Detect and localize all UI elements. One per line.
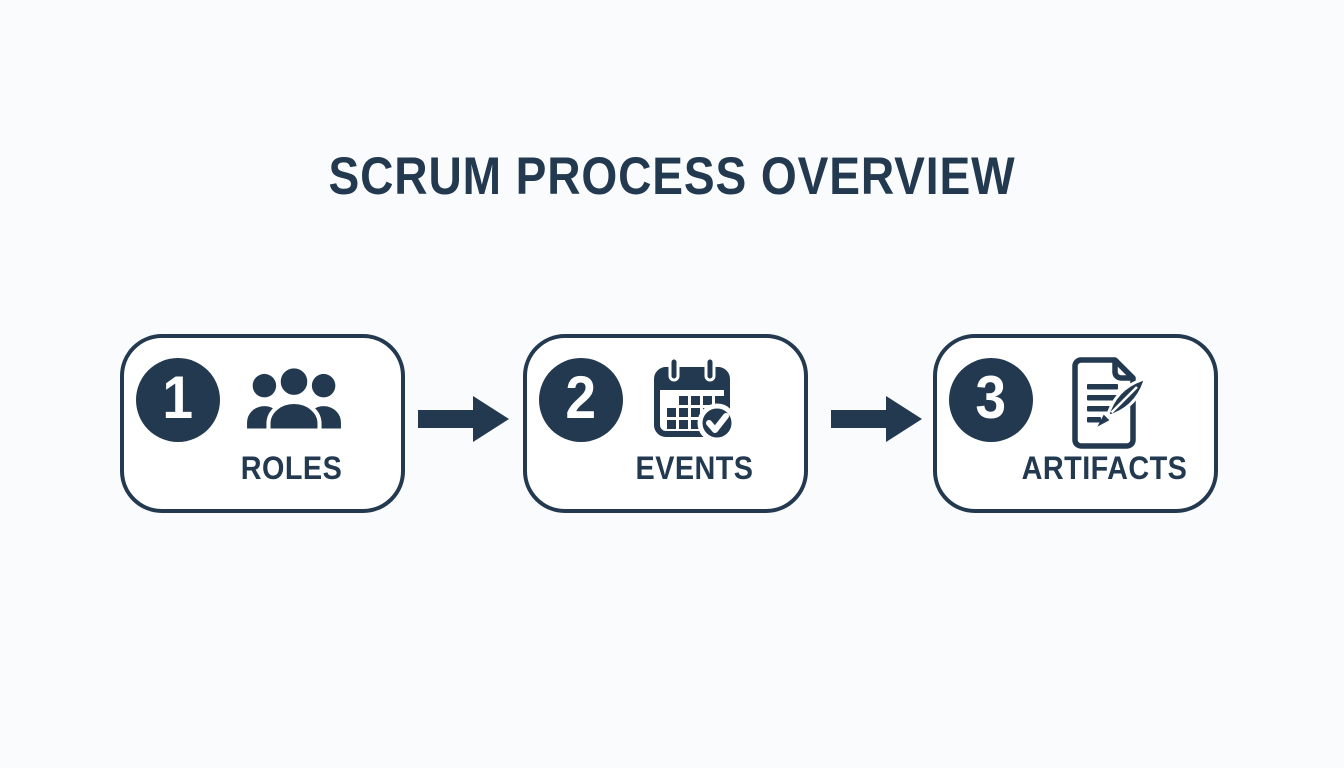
page-title: SCRUM PROCESS OVERVIEW: [328, 147, 1016, 206]
flow-arrow-right-icon: [418, 394, 509, 444]
step-number: 1: [162, 364, 194, 431]
step-number: 3: [975, 364, 1007, 431]
calendar-check-icon: [645, 352, 749, 452]
step-number: 2: [565, 364, 597, 431]
step-label: ROLES: [240, 450, 343, 486]
step-label: EVENTS: [635, 450, 754, 486]
step-card-events: 2 EVENTS: [523, 334, 808, 513]
step-card-roles: 1 ROLES: [120, 334, 405, 513]
document-pen-icon: [1055, 352, 1159, 452]
step-card-artifacts: 3 ARTIFAC: [933, 334, 1218, 513]
team-people-icon: [242, 352, 346, 452]
step-2-number-badge: 2: [539, 358, 623, 442]
step-1-number-badge: 1: [136, 358, 220, 442]
step-3-number-badge: 3: [949, 358, 1033, 442]
flow-arrow-right-icon: [831, 394, 922, 444]
step-label: ARTIFACTS: [1021, 450, 1188, 486]
